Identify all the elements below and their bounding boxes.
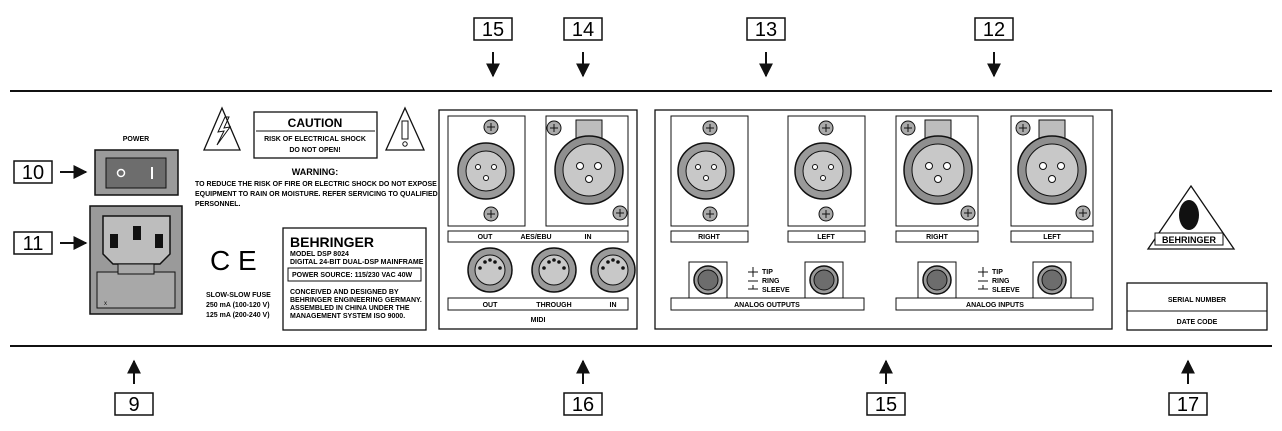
callout-11: 11 [13,231,88,255]
callout-15-bottom: 15 [866,359,906,416]
analog-in-right-xlr[interactable] [895,115,979,227]
svg-text:MODEL DSP 8024: MODEL DSP 8024 [290,251,349,258]
power-inlet-fuse-holder: x [89,205,183,315]
svg-text:MANAGEMENT SYSTEM ISO 9000.: MANAGEMENT SYSTEM ISO 9000. [290,313,405,320]
svg-text:OUT: OUT [478,234,494,241]
svg-text:CONCEIVED AND DESIGNED BY: CONCEIVED AND DESIGNED BY [290,289,399,296]
svg-text:12: 12 [983,19,1005,41]
power-label: POWER [123,136,149,143]
svg-text:LEFT: LEFT [1043,234,1061,241]
svg-text:RIGHT: RIGHT [698,234,721,241]
svg-text:125 mA (200-240 V): 125 mA (200-240 V) [206,312,270,319]
svg-text:BEHRINGER: BEHRINGER [290,234,374,250]
svg-text:15: 15 [875,394,897,416]
callout-15-top: 15 [473,17,513,78]
analog-in-right-jack[interactable] [917,261,957,299]
power-switch[interactable] [94,149,179,196]
analog-channel-labels: RIGHT LEFT RIGHT LEFT [670,230,1094,243]
svg-text:POWER SOURCE: 115/230 VAC 40W: POWER SOURCE: 115/230 VAC 40W [292,272,412,279]
callout-17: 17 [1168,359,1208,416]
lightning-warning-icon [203,106,241,151]
svg-text:BEHRINGER ENGINEERING GERMANY.: BEHRINGER ENGINEERING GERMANY. [290,297,422,304]
analog-out-left-jack[interactable] [804,261,844,299]
model-info-box: BEHRINGER MODEL DSP 8024 DIGITAL 24-BIT … [282,227,427,331]
svg-text:14: 14 [572,19,594,41]
svg-text:10: 10 [22,162,44,184]
callout-10: 10 [13,160,88,184]
svg-text:RIGHT: RIGHT [926,234,949,241]
svg-text:15: 15 [482,19,504,41]
svg-text:CAUTION: CAUTION [288,116,343,130]
midi-out-connector[interactable] [467,247,513,293]
svg-text:RING: RING [762,278,780,285]
warning-text: WARNING: TO REDUCE THE RISK OF FIRE OR E… [195,167,455,208]
svg-text:LEFT: LEFT [817,234,835,241]
svg-text:DO NOT OPEN!: DO NOT OPEN! [289,147,340,154]
svg-text:SLEEVE: SLEEVE [762,287,790,294]
svg-text:SERIAL NUMBER: SERIAL NUMBER [1168,297,1226,304]
svg-text:SLOW-SLOW FUSE: SLOW-SLOW FUSE [206,292,271,299]
exclamation-warning-icon [384,106,426,151]
svg-text:ANALOG OUTPUTS: ANALOG OUTPUTS [734,302,800,309]
svg-text:ASSEMBLED IN CHINA UNDER THE: ASSEMBLED IN CHINA UNDER THE [290,305,410,312]
analog-in-left-jack[interactable] [1032,261,1072,299]
svg-text:AES/EBU: AES/EBU [520,234,551,241]
midi-through-connector[interactable] [531,247,577,293]
caution-box: CAUTION RISK OF ELECTRICAL SHOCK DO NOT … [253,111,378,159]
svg-text:TIP: TIP [992,269,1003,276]
svg-text:IN: IN [585,234,592,241]
svg-text:DATE CODE: DATE CODE [1177,319,1218,326]
callout-16: 16 [563,359,603,416]
svg-text:9: 9 [128,394,139,416]
analog-out-left-xlr[interactable] [787,115,866,227]
svg-text:IN: IN [610,302,617,309]
svg-text:11: 11 [23,233,44,255]
svg-text:RISK OF ELECTRICAL SHOCK: RISK OF ELECTRICAL SHOCK [264,136,366,143]
midi-in-connector[interactable] [590,247,636,293]
fuse-rating: SLOW-SLOW FUSE 250 mA (100-120 V) 125 mA… [206,292,271,319]
svg-text:SLEEVE: SLEEVE [992,287,1020,294]
svg-text:16: 16 [572,394,594,416]
svg-text:PERSONNEL.: PERSONNEL. [195,201,241,208]
trs-legend-inputs: TIP RING SLEEVE [978,267,1020,294]
svg-text:MIDI: MIDI [531,317,546,324]
svg-text:TIP: TIP [762,269,773,276]
svg-text:OUT: OUT [483,302,499,309]
svg-text:BEHRINGER: BEHRINGER [1162,235,1217,245]
svg-text:x: x [104,301,107,307]
serial-date-box: SERIAL NUMBER DATE CODE [1126,282,1268,331]
svg-text:RING: RING [992,278,1010,285]
analog-out-right-jack[interactable] [688,261,728,299]
svg-text:250 mA (100-120 V): 250 mA (100-120 V) [206,302,270,309]
aes-label-bar: OUT AES/EBU IN [447,230,629,243]
callout-13: 13 [746,17,786,78]
svg-text:THROUGH: THROUGH [536,302,571,309]
analog-in-left-xlr[interactable] [1010,115,1094,227]
svg-text:WARNING:: WARNING: [292,167,339,177]
svg-text:DIGITAL 24-BIT DUAL-DSP MAINFR: DIGITAL 24-BIT DUAL-DSP MAINFRAME [290,259,424,266]
ce-mark: C E [210,245,257,276]
svg-text:ANALOG INPUTS: ANALOG INPUTS [966,302,1024,309]
svg-text:TO REDUCE THE RISK OF FIRE OR: TO REDUCE THE RISK OF FIRE OR ELECTRIC S… [195,181,455,188]
callout-14: 14 [563,17,603,78]
aes-out-connector[interactable] [447,115,526,227]
callout-12: 12 [974,17,1014,78]
behringer-logo: BEHRINGER [1146,184,1236,250]
svg-text:17: 17 [1177,394,1199,416]
analog-out-right-xlr[interactable] [670,115,749,227]
analog-section-labels: ANALOG OUTPUTS ANALOG INPUTS [670,297,1094,311]
midi-label-bar: OUT THROUGH IN MIDI [447,297,629,324]
svg-text:EQUIPMENT TO RAIN OR MOISTURE.: EQUIPMENT TO RAIN OR MOISTURE. REFER SER… [195,191,438,198]
svg-text:13: 13 [755,19,777,41]
callout-9: 9 [114,359,154,416]
trs-legend-outputs: TIP RING SLEEVE [748,267,790,294]
aes-in-connector[interactable] [545,115,629,227]
